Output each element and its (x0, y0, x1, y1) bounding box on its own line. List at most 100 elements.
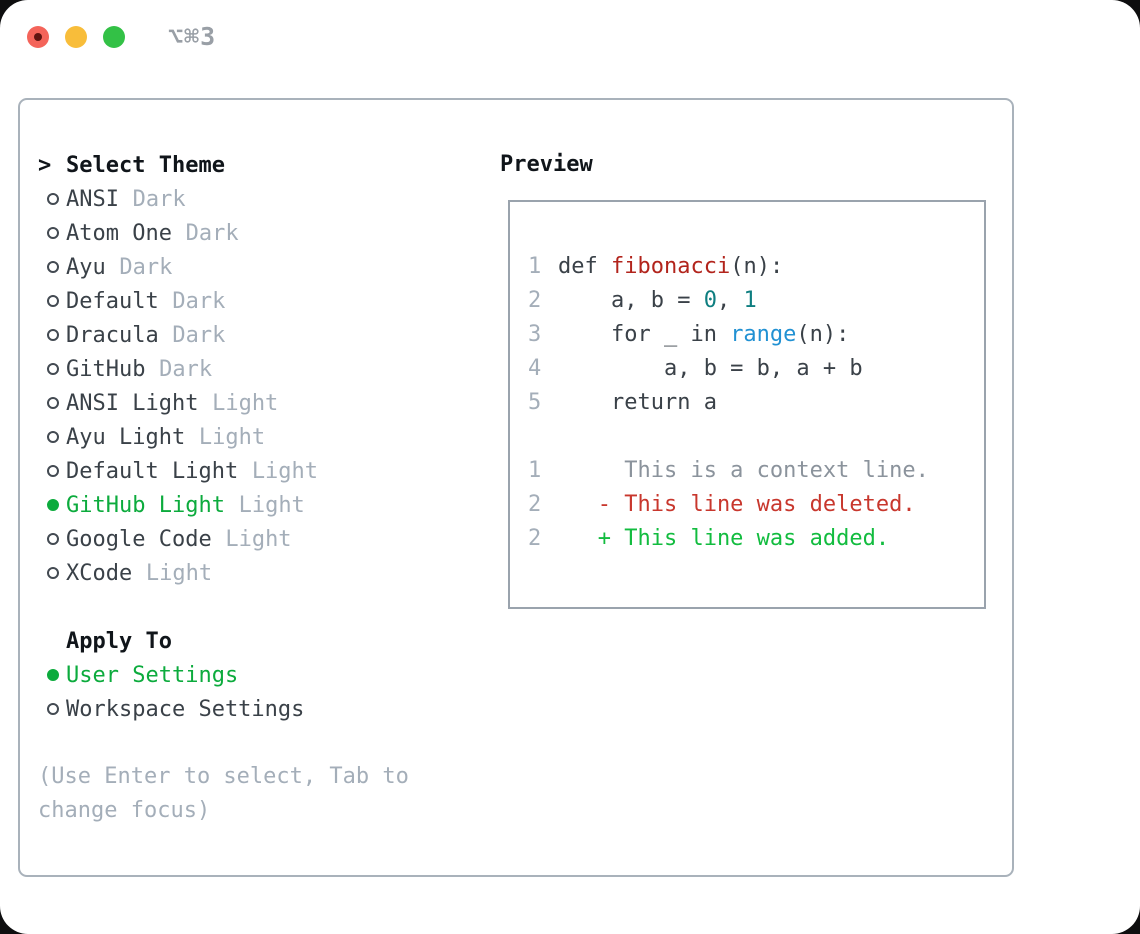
radio-icon (38, 703, 66, 715)
option-variant-tag: Light (225, 526, 292, 552)
radio-icon (38, 363, 66, 375)
option-label: Ayu (66, 254, 106, 280)
circle-glyph (46, 465, 59, 477)
option-label: Default (66, 288, 159, 314)
titlebar: ⌥⌘3 (0, 0, 1140, 74)
option-variant-tag: Dark (185, 220, 239, 246)
line-number: 3 (528, 322, 542, 347)
option-variant-tag: Light (238, 492, 305, 518)
code-token: (n): (796, 322, 850, 347)
radio-icon (38, 431, 66, 443)
radio-icon (38, 465, 66, 477)
theme-option-atom-one[interactable]: Atom One Dark (38, 216, 409, 250)
code-token: fibonacci (610, 254, 731, 279)
unsaved-dot-icon (34, 33, 42, 41)
theme-option-github-light[interactable]: GitHub Light Light (38, 488, 409, 522)
radio-icon (38, 567, 66, 579)
close-button[interactable] (27, 26, 49, 48)
window-title: ⌥⌘3 (168, 22, 217, 51)
code-line: 2 a, b = 0, 1 (528, 284, 984, 318)
radio-selected-icon (38, 499, 66, 511)
line-number: 2 (528, 288, 542, 313)
minimize-button[interactable] (65, 26, 87, 48)
circle-glyph (46, 669, 59, 681)
option-variant-tag: Light (251, 458, 319, 484)
option-variant-tag: Dark (132, 186, 186, 212)
option-label: GitHub Light (66, 492, 225, 518)
circle-glyph (46, 227, 59, 239)
option-label: GitHub (66, 356, 146, 382)
select-theme-label: Select Theme (66, 152, 225, 178)
code-token: a, b = b, a + b (558, 356, 863, 381)
diff-text: This is a context line. (558, 458, 929, 483)
code-token: (n): (730, 254, 784, 279)
theme-option-default-light[interactable]: Default Light Light (38, 454, 409, 488)
code-token: 1 (743, 288, 757, 313)
line-number: 4 (528, 356, 542, 381)
code-token: for _ in (558, 322, 731, 347)
theme-option-ansi[interactable]: ANSI Dark (38, 182, 409, 216)
option-label: XCode (66, 560, 133, 586)
circle-glyph (46, 567, 59, 579)
code-line: 4 a, b = b, a + b (528, 352, 984, 386)
apply-to-label: Apply To (66, 628, 172, 654)
diff-line-deleted: 2 - This line was deleted. (528, 488, 984, 522)
radio-icon (38, 533, 66, 545)
hint-line: (Use Enter to select, Tab to (38, 764, 409, 789)
preview-header: Preview (500, 152, 593, 177)
line-number: 2 (528, 526, 542, 551)
radio-icon (38, 397, 66, 409)
radio-icon (38, 261, 66, 273)
diff-preview: 1 This is a context line.2 - This line w… (528, 454, 984, 556)
apply-option-workspace-settings[interactable]: Workspace Settings (38, 692, 409, 726)
apply-option-user-settings[interactable]: User Settings (38, 658, 409, 692)
option-label: User Settings (66, 662, 239, 688)
code-token: range (730, 322, 797, 347)
select-theme-header: > Select Theme (38, 148, 409, 182)
theme-option-ayu[interactable]: Ayu Dark (38, 250, 409, 284)
code-token: , (716, 288, 744, 313)
line-number: 2 (528, 492, 542, 517)
code-line: 3 for _ in range(n): (528, 318, 984, 352)
circle-glyph (46, 533, 59, 545)
line-number: 1 (528, 254, 542, 279)
option-variant-tag: Light (145, 560, 213, 586)
circle-glyph (46, 431, 59, 443)
code-line: 5 return a (528, 386, 984, 420)
radio-icon (38, 227, 66, 239)
option-label: Workspace Settings (66, 696, 305, 722)
diff-text: - This line was deleted. (558, 492, 916, 517)
circle-glyph (46, 703, 59, 715)
circle-glyph (46, 261, 59, 273)
option-label: Ayu Light (66, 424, 186, 450)
option-label: Atom One (66, 220, 172, 246)
diff-line-context: 1 This is a context line. (528, 454, 984, 488)
circle-glyph (46, 295, 59, 307)
option-variant-tag: Dark (119, 254, 173, 280)
zoom-button[interactable] (103, 26, 125, 48)
circle-glyph (46, 329, 59, 341)
diff-text: + This line was added. (558, 526, 890, 551)
theme-option-xcode[interactable]: XCode Light (38, 556, 409, 590)
option-variant-tag: Light (212, 390, 279, 416)
option-label: Default Light (66, 458, 239, 484)
option-label: ANSI (66, 186, 119, 212)
apply-to-header: Apply To (38, 624, 409, 658)
